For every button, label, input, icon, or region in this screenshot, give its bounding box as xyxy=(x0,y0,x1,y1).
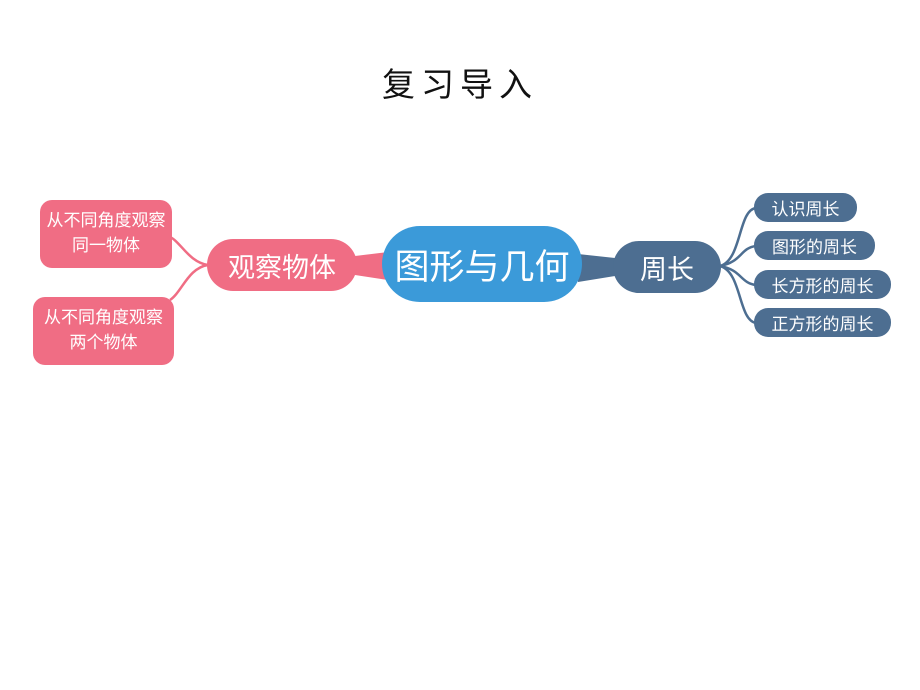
leaf-shape-perimeter: 图形的周长 xyxy=(754,231,875,260)
connector-right-leaf-4 xyxy=(719,264,757,325)
leaf-observe-two-objects: 从不同角度观察两个物体 xyxy=(33,297,174,365)
connector-right-leaf-2 xyxy=(719,244,757,268)
connector-left-leaf-1 xyxy=(167,234,209,267)
branch-perimeter: 周长 xyxy=(613,241,721,293)
connector-center-left xyxy=(355,252,388,280)
leaf-know-perimeter: 认识周长 xyxy=(754,193,857,222)
leaf-square-perimeter: 正方形的周长 xyxy=(754,308,891,337)
connector-right-leaf-1 xyxy=(719,206,757,268)
page-title: 复习导入 xyxy=(382,65,538,104)
connector-center-right xyxy=(578,254,615,282)
connector-left-leaf-2 xyxy=(169,263,209,302)
leaf-rectangle-perimeter: 长方形的周长 xyxy=(754,270,891,299)
leaf-observe-same-object: 从不同角度观察同一物体 xyxy=(40,200,172,268)
branch-observe-objects: 观察物体 xyxy=(207,239,357,291)
center-topic-node: 图形与几何 xyxy=(382,226,582,302)
